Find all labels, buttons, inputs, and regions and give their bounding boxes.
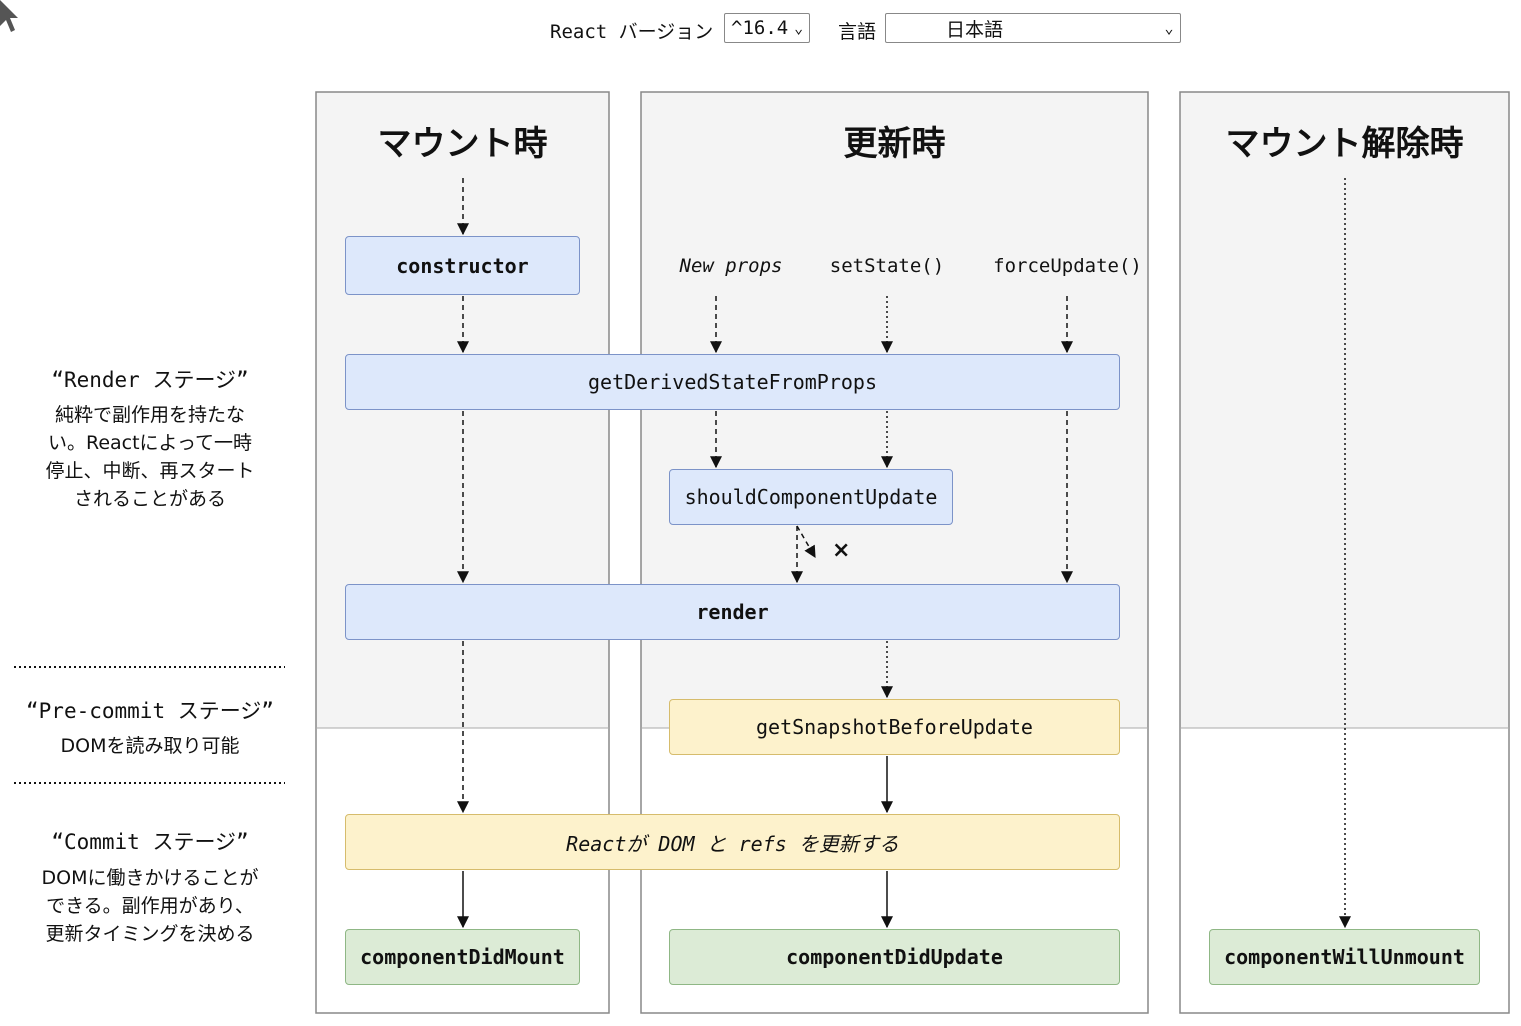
method-get-derived-state-from-props: getDerivedStateFromProps xyxy=(345,354,1120,410)
stage-title-precommit: “Pre-commit ステージ” xyxy=(26,699,274,723)
language-value: 日本語 xyxy=(946,18,1004,41)
cancel-icon: × xyxy=(832,538,851,563)
react-updates-dom-refs: Reactが DOM と refs を更新する xyxy=(345,814,1120,870)
language-select[interactable]: 日本語 ⌄ xyxy=(885,13,1181,43)
stage-desc-precommit: DOMを読み取り可能 xyxy=(60,735,240,757)
phase-title-mount: マウント時 xyxy=(377,124,548,164)
stage-desc-commit: DOMに働きかけることができる。副作用があり、更新タイミングを決める xyxy=(41,867,259,945)
method-component-will-unmount: componentWillUnmount xyxy=(1209,929,1480,985)
method-constructor: constructor xyxy=(345,236,580,295)
method-get-snapshot-before-update: getSnapshotBeforeUpdate xyxy=(669,699,1120,755)
mouse-cursor-icon xyxy=(0,0,18,32)
method-render: render xyxy=(345,584,1120,640)
language-label: 言語 xyxy=(838,21,877,43)
chevron-down-icon: ⌄ xyxy=(1164,19,1174,37)
chevron-down-icon: ⌄ xyxy=(794,19,804,37)
flow-arrows xyxy=(457,178,1351,929)
method-component-did-mount: componentDidMount xyxy=(345,929,580,985)
stage-title-commit: “Commit ステージ” xyxy=(51,830,249,854)
react-version-value: ^16.4 xyxy=(731,17,789,39)
stage-desc-render: 純粋で副作用を持たない。Reactによって一時停止、中断、再スタートされることが… xyxy=(45,404,255,510)
phase-title-unmount: マウント解除時 xyxy=(1225,124,1464,164)
phase-title-update: 更新時 xyxy=(843,124,946,164)
method-component-did-update: componentDidUpdate xyxy=(669,929,1120,985)
trigger-force-update: forceUpdate() xyxy=(993,255,1142,277)
react-version-select[interactable]: ^16.4 ⌄ xyxy=(724,13,810,43)
trigger-set-state: setState() xyxy=(829,255,945,277)
method-should-component-update: shouldComponentUpdate xyxy=(669,469,953,525)
stage-title-render: “Render ステージ” xyxy=(51,368,249,392)
column-update xyxy=(640,91,1149,1014)
react-version-label: React バージョン xyxy=(550,21,714,43)
trigger-new-props: New props xyxy=(679,255,783,277)
